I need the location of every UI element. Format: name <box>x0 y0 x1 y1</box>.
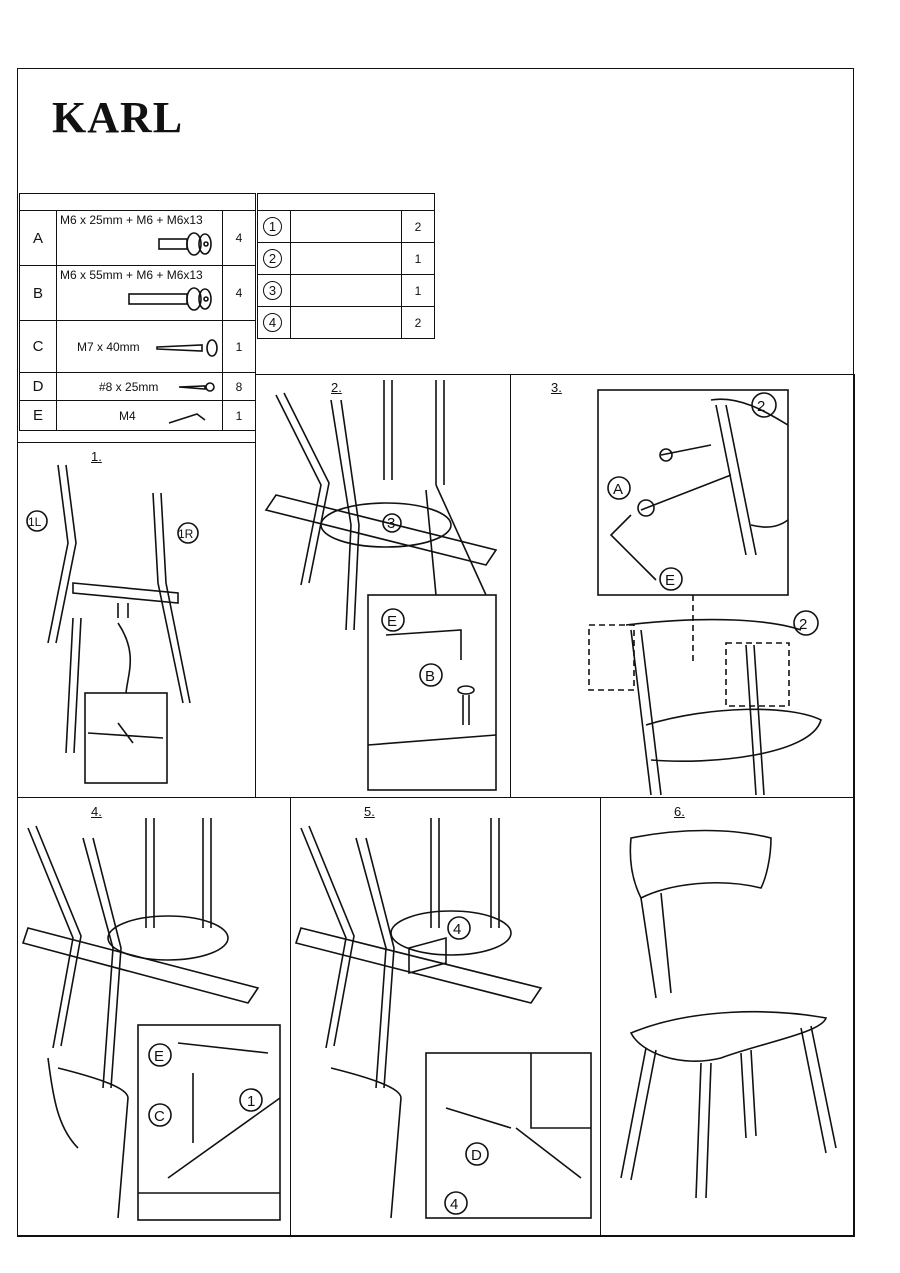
svg-text:D: D <box>471 1147 482 1164</box>
step-3-panel: 3. 2 A E 2 <box>510 374 855 798</box>
svg-text:4: 4 <box>453 921 461 938</box>
allen-key-icon <box>168 413 206 424</box>
bolt-washer-nut-icon <box>158 232 212 256</box>
table-row: A M6 x 25mm + M6 + M6x13 4 <box>19 210 256 266</box>
svg-text:E: E <box>387 613 397 630</box>
table-row: E M4 1 <box>19 400 256 431</box>
svg-text:1L: 1L <box>28 515 42 529</box>
hardware-table: A M6 x 25mm + M6 + M6x13 4 B M6 x 55mm +… <box>19 193 256 431</box>
step-2-panel: 2. 3 E B <box>255 374 511 798</box>
svg-text:C: C <box>154 1108 165 1125</box>
svg-text:A: A <box>613 481 623 498</box>
svg-text:2: 2 <box>799 616 807 633</box>
bracket-attachment-illustration: 4 D 4 <box>294 818 592 1219</box>
side-frames-illustration: 1L 1R <box>26 464 199 784</box>
svg-text:E: E <box>154 1048 164 1065</box>
svg-text:4: 4 <box>450 1196 458 1213</box>
svg-text:1R: 1R <box>178 527 194 541</box>
svg-text:3: 3 <box>387 515 395 532</box>
finished-chair-illustration <box>620 829 837 1199</box>
svg-text:E: E <box>665 572 675 589</box>
small-screw-icon <box>178 382 215 392</box>
svg-text:1: 1 <box>247 1093 255 1110</box>
leg-screw-illustration: E C 1 <box>21 818 281 1221</box>
step-4-panel: 4. E C 1 <box>17 797 291 1237</box>
screw-icon <box>156 339 218 357</box>
table-row: D #8 x 25mm 8 <box>19 372 256 401</box>
table-row: B M6 x 55mm + M6 + M6x13 4 <box>19 265 256 321</box>
step-6-panel: 6. <box>600 797 855 1237</box>
table-row: C M7 x 40mm 1 <box>19 320 256 373</box>
seat-attachment-illustration: 3 E B <box>264 380 498 791</box>
step-5-panel: 5. 4 D 4 <box>290 797 601 1237</box>
svg-text:2: 2 <box>757 398 765 415</box>
svg-text:B: B <box>425 668 435 685</box>
long-bolt-washer-nut-icon <box>128 287 212 311</box>
backrest-attachment-illustration: 2 A E 2 <box>588 389 822 796</box>
product-title: KARL <box>52 93 184 142</box>
